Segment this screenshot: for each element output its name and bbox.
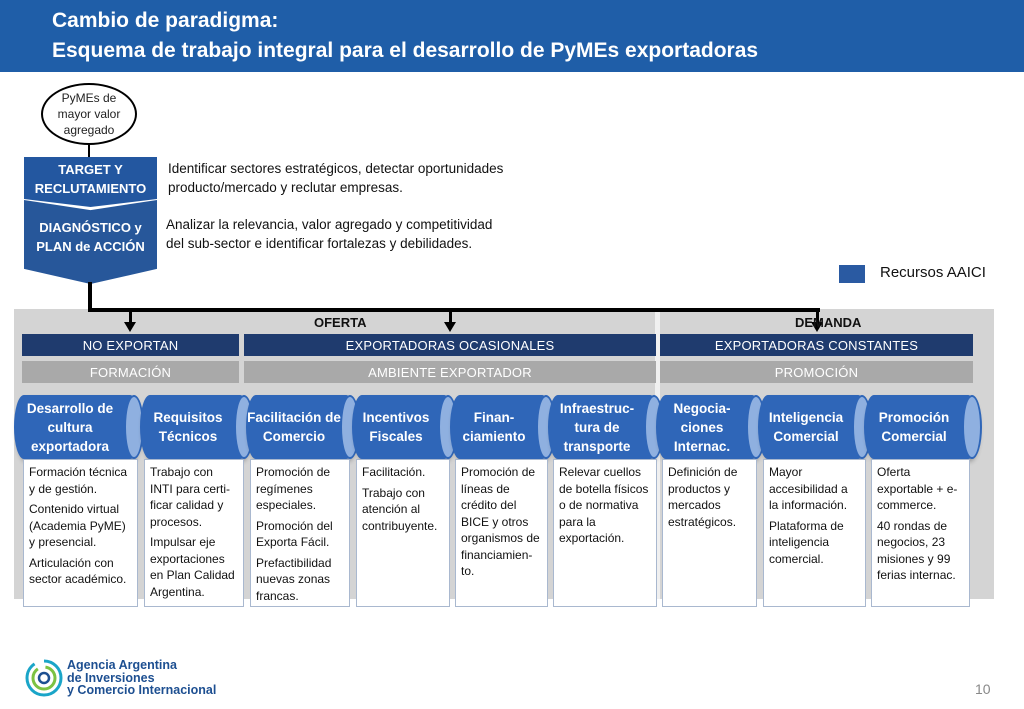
agency-logo-icon — [25, 659, 63, 697]
tool-name: Infraestruc-tura de transporte — [559, 400, 635, 454]
legend-swatch — [839, 265, 865, 283]
arrow-down-icon — [124, 322, 136, 332]
tool-incentivos-fiscales: Incentivos Fiscales — [352, 395, 458, 459]
tool-financiamiento: Finan-ciamiento — [450, 395, 556, 459]
tool-name: Requisitos Técnicos — [153, 410, 223, 444]
connector-line — [88, 145, 90, 158]
tool-name: Inteligencia Comercial — [768, 410, 844, 444]
slide-title-line2: Esquema de trabajo integral para el desa… — [52, 39, 759, 62]
card-item: Trabajo con atención al contribuyente. — [362, 485, 438, 533]
card-item: Promoción de líneas de crédito del BICE … — [461, 465, 540, 578]
section-label-oferta: OFERTA — [314, 315, 367, 330]
tool-name: Desarrollo de cultura exportadora — [26, 400, 114, 454]
card-item: Prefactibilidad nuevas zonas francas. — [256, 555, 332, 603]
card-item: Oferta exportable + e-commerce. — [877, 465, 958, 512]
top-node-ellipse: PyMEs de mayor valor agregado — [41, 83, 137, 145]
card-item: Mayor accesibilidad a la información. — [769, 465, 848, 512]
tool-promocion-comercial: Promoción Comercial — [864, 395, 982, 459]
subcategory-bar-promocion: PROMOCIÓN — [660, 361, 973, 383]
category-bar-constantes: EXPORTADORAS CONSTANTES — [660, 334, 973, 356]
step1-description-line1: Identificar sectores estratégicos, detec… — [168, 161, 504, 176]
step2-description-line2: del sub-sector e identificar fortalezas … — [166, 236, 473, 251]
arrow-stem — [816, 310, 819, 324]
tool-desarrollo-cultura: Desarrollo de cultura exportadora — [14, 395, 144, 459]
logo-line2: de Inversiones — [67, 670, 155, 685]
subcategory-bar-formacion: FORMACIÓN — [22, 361, 239, 383]
tool-inteligencia-comercial: Inteligencia Comercial — [758, 395, 872, 459]
step2-description: Analizar la relevancia, valor agregado y… — [166, 215, 492, 253]
card-item: Relevar cuellos de botella físicos o de … — [559, 465, 649, 545]
tool-name: Incentivos Fiscales — [362, 410, 430, 444]
connector-line-horizontal — [89, 308, 820, 312]
tool-name: Finan-ciamiento — [462, 410, 526, 444]
card-item: 40 rondas de negocios, 23 misiones y 99 … — [877, 518, 956, 583]
card-item: Articulación con sector académico. — [29, 555, 127, 587]
category-bar-ocasionales: EXPORTADORAS OCASIONALES — [244, 334, 656, 356]
subcategory-bar-ambiente: AMBIENTE EXPORTADOR — [244, 361, 656, 383]
tool-infraestructura-transporte: Infraestruc-tura de transporte — [548, 395, 664, 459]
tool-card-infraestructura: Relevar cuellos de botella físicos o de … — [553, 459, 657, 607]
connector-line-main — [88, 282, 92, 312]
step1-description: Identificar sectores estratégicos, detec… — [168, 159, 503, 197]
card-item: Definición de productos y mercados estra… — [668, 465, 738, 529]
cylinder-cap — [962, 395, 982, 459]
step-target-reclutamiento: TARGET Y RECLUTAMIENTO — [24, 157, 157, 207]
tool-name: Facilitación de Comercio — [247, 410, 341, 444]
step2-description-line1: Analizar la relevancia, valor agregado y… — [166, 217, 493, 232]
tool-card-facilitacion-comercio: Promoción de regímenes especiales. Promo… — [250, 459, 350, 607]
step-diagnostico-plan: DIAGNÓSTICO y PLAN de ACCIÓN — [24, 200, 157, 284]
tool-card-financiamiento: Promoción de líneas de crédito del BICE … — [455, 459, 548, 607]
section-label-demanda: DEMANDA — [795, 315, 862, 330]
logo-line3: y Comercio Internacional — [67, 683, 217, 697]
tool-card-inteligencia: Mayor accesibilidad a la información. Pl… — [763, 459, 866, 607]
arrow-down-icon — [811, 322, 823, 332]
agency-logo-text: Agencia Argentina de Inversiones y Comer… — [67, 659, 216, 697]
arrow-stem — [129, 310, 132, 324]
card-item: Promoción del Exporta Fácil. — [256, 518, 333, 550]
card-item: Trabajo con INTI para certi-ficar calida… — [150, 465, 231, 529]
category-bar-no-exportan: NO EXPORTAN — [22, 334, 239, 356]
tool-card-desarrollo-cultura: Formación técnica y de gestión. Contenid… — [23, 459, 138, 607]
step1-description-line2: producto/mercado y reclutar empresas. — [168, 180, 403, 195]
legend-label: Recursos AAICI — [880, 264, 986, 281]
tool-card-negociaciones: Definición de productos y mercados estra… — [662, 459, 757, 607]
page-number: 10 — [975, 681, 991, 697]
card-item: Facilitación. — [362, 465, 426, 479]
logo-line1: Agencia Argentina — [67, 658, 177, 672]
tool-requisitos-tecnicos: Requisitos Técnicos — [140, 395, 254, 459]
tool-card-requisitos-tecnicos: Trabajo con INTI para certi-ficar calida… — [144, 459, 244, 607]
tool-negociaciones-internac: Negocia-ciones Internac. — [656, 395, 766, 459]
tool-card-incentivos-fiscales: Facilitación. Trabajo con atención al co… — [356, 459, 450, 607]
arrow-stem — [449, 310, 452, 324]
card-item: Contenido virtual (Academia PyME) y pres… — [29, 502, 126, 549]
tool-card-promocion: Oferta exportable + e-commerce. 40 ronda… — [871, 459, 970, 607]
tool-name: Promoción Comercial — [878, 410, 950, 444]
slide-title-line1: Cambio de paradigma: — [52, 9, 279, 32]
card-item: Promoción de regímenes especiales. — [256, 465, 331, 512]
card-item: Plataforma de inteligencia comercial. — [769, 518, 844, 566]
header-banner: Cambio de paradigma: Esquema de trabajo … — [0, 0, 1024, 72]
card-item: Formación técnica y de gestión. — [29, 465, 128, 496]
arrow-down-icon — [444, 322, 456, 332]
tool-facilitacion-comercio: Facilitación de Comercio — [246, 395, 360, 459]
card-item: Impulsar eje exportaciones en Plan Calid… — [150, 535, 235, 599]
tool-name: Negocia-ciones Internac. — [673, 400, 731, 454]
